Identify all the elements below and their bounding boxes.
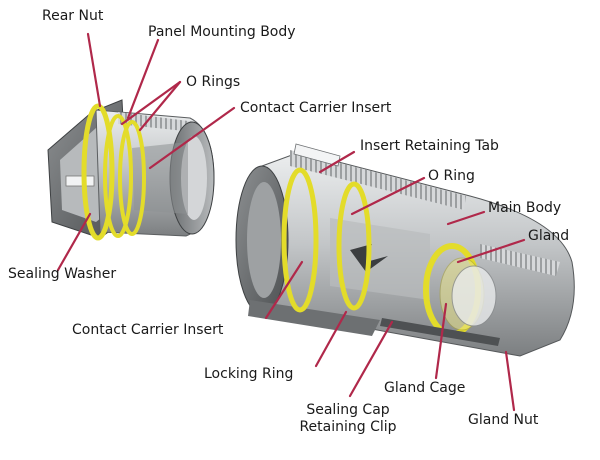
leader-gland-nut	[504, 350, 516, 412]
panel-mount-assembly	[47, 99, 215, 241]
leader-panel-mounting-body	[126, 38, 160, 120]
main-body-assembly	[235, 143, 575, 357]
leader-lines	[56, 32, 526, 412]
o-ring-2	[118, 120, 146, 236]
label-sealing-washer: Sealing Washer	[8, 266, 117, 282]
label-rear-nut: Rear Nut	[42, 8, 104, 24]
leader-sealing-washer	[56, 212, 92, 272]
label-gland-cage: Gland Cage	[384, 380, 466, 396]
label-contact-carrier-insert-bottom: Contact Carrier Insert	[72, 322, 224, 338]
o-ring-1	[103, 114, 133, 238]
label-sealing-cap-line1: Sealing Cap	[306, 402, 390, 418]
label-sealing-cap-line2: Retaining Clip	[299, 419, 397, 435]
leader-o-rings-b	[138, 80, 182, 132]
leader-contact-carrier-insert-top	[148, 106, 236, 170]
label-locking-ring: Locking Ring	[204, 366, 294, 382]
main-o-ring-1	[281, 167, 319, 313]
label-o-ring: O Ring	[428, 168, 475, 184]
leader-insert-retaining-tab	[318, 150, 356, 174]
label-gland: Gland	[528, 228, 570, 244]
leader-sealing-cap	[348, 320, 394, 398]
label-main-body: Main Body	[488, 200, 562, 216]
leader-o-ring	[350, 176, 426, 216]
label-panel-mounting-body: Panel Mounting Body	[148, 24, 296, 40]
leader-o-rings-a	[120, 80, 182, 126]
leader-rear-nut	[86, 32, 102, 108]
leader-main-body	[446, 210, 486, 226]
label-contact-carrier-insert-top: Contact Carrier Insert	[240, 100, 392, 116]
leader-locking-ring	[314, 310, 348, 368]
label-sealing-cap-retaining-clip: Sealing Cap Retaining Clip	[286, 402, 410, 436]
sealing-washer-ring	[81, 103, 115, 241]
label-o-rings: O Rings	[186, 74, 241, 90]
label-gland-nut: Gland Nut	[468, 412, 539, 428]
label-insert-retaining-tab: Insert Retaining Tab	[360, 138, 499, 154]
leader-gland	[456, 238, 526, 264]
leader-gland-cage	[434, 302, 448, 380]
main-o-ring-2	[336, 181, 372, 311]
leader-contact-carrier-insert-bottom	[264, 260, 304, 320]
contact-carrier-insert-left-shape	[132, 142, 188, 214]
